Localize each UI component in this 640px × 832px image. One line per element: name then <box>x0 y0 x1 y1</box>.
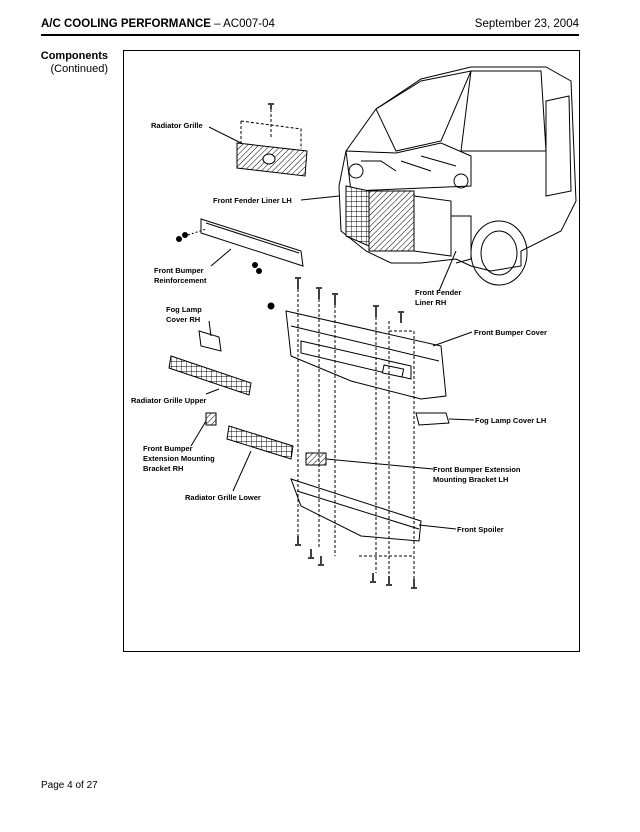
radiator-grille-lower-part <box>226 425 294 460</box>
diagram-frame: Radiator Grille Front Fender Liner LH Fr… <box>123 50 580 652</box>
radiator-grille-part <box>236 103 308 177</box>
label-bracket-rh-line1: Front Bumper <box>143 444 193 453</box>
front-spoiler-part <box>290 478 422 542</box>
label-bracket-rh-line2: Extension Mounting <box>143 454 215 463</box>
document-date: September 23, 2004 <box>474 18 579 30</box>
label-bracket-lh-line1: Front Bumper Extension <box>433 465 521 474</box>
label-front-bumper-cover: Front Bumper Cover <box>474 328 547 337</box>
label-bracket-rh-line3: Bracket RH <box>143 464 183 473</box>
label-fog-lamp-cover-rh-line1: Fog Lamp <box>166 305 202 314</box>
label-front-fender-liner-rh-line1: Front Fender <box>415 288 461 297</box>
document-code: – AC007-04 <box>210 18 275 30</box>
header-rule <box>41 34 579 36</box>
section-heading: Components (Continued) <box>30 50 108 76</box>
document-title-bold: A/C COOLING PERFORMANCE <box>41 18 211 30</box>
label-radiator-grille: Radiator Grille <box>151 121 203 130</box>
label-radiator-grille-upper: Radiator Grille Upper <box>131 396 207 405</box>
section-subtitle: (Continued) <box>50 63 108 75</box>
fog-lamp-cover-lh-part <box>415 412 450 426</box>
document-title: A/C COOLING PERFORMANCE – AC007-04 <box>41 18 275 30</box>
radiator-grille-upper-part <box>168 355 252 396</box>
page-header: A/C COOLING PERFORMANCE – AC007-04 Septe… <box>41 14 579 34</box>
bumper-reinforcement-part <box>176 218 304 274</box>
bracket-lh-part <box>305 452 327 466</box>
bolts-lower <box>295 536 417 589</box>
label-front-fender-liner-lh: Front Fender Liner LH <box>213 196 292 205</box>
bracket-rh-part <box>205 412 217 426</box>
label-bracket-lh-line2: Mounting Bracket LH <box>433 475 508 484</box>
label-fog-lamp-cover-lh: Fog Lamp Cover LH <box>475 416 546 425</box>
alignment-lines <box>297 289 415 579</box>
bolts-upper <box>267 277 404 323</box>
label-front-fender-liner-rh-line2: Liner RH <box>415 298 446 307</box>
label-front-spoiler: Front Spoiler <box>457 525 504 534</box>
label-front-bumper-reinforcement-line1: Front Bumper <box>154 266 204 275</box>
section-title: Components <box>40 50 108 62</box>
front-bumper-cover-part <box>285 310 447 400</box>
fog-lamp-cover-rh-part <box>198 330 222 352</box>
exploded-view-diagram: Radiator Grille Front Fender Liner LH Fr… <box>131 66 577 589</box>
leader-lines <box>190 126 475 530</box>
label-front-bumper-reinforcement-line2: Reinforcement <box>154 276 207 285</box>
vehicle-illustration <box>338 66 577 286</box>
page-number: Page 4 of 27 <box>41 780 98 791</box>
label-fog-lamp-cover-rh-line2: Cover RH <box>166 315 200 324</box>
label-radiator-grille-lower: Radiator Grille Lower <box>185 493 261 502</box>
